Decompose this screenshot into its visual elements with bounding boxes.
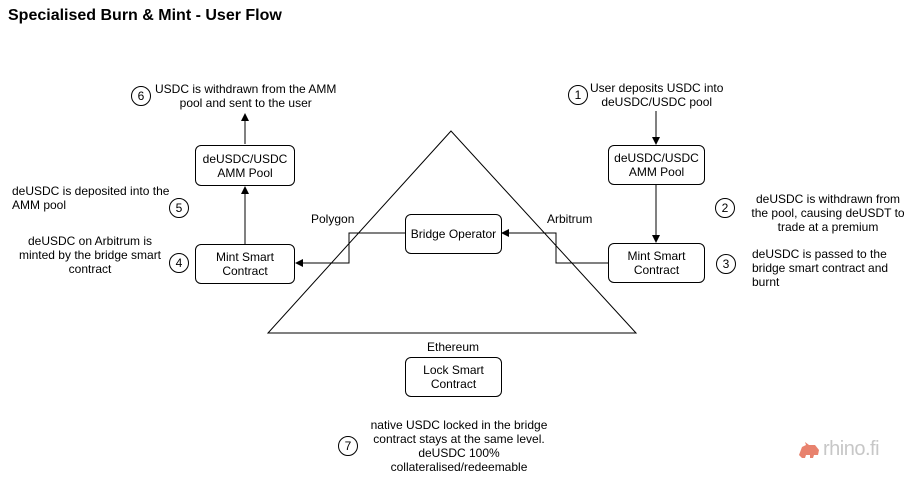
- ethereum-triangle: [266, 130, 638, 334]
- ethereum-label: Ethereum: [427, 340, 480, 354]
- lock-contract-label: Lock Smart Contract: [423, 363, 484, 391]
- step-5-badge: 5: [169, 198, 189, 218]
- step-2-text: deUSDC is withdrawn from the pool, causi…: [751, 192, 904, 234]
- right-mint-contract-box: Mint Smart Contract: [608, 243, 705, 283]
- arbitrum-label: Arbitrum: [547, 212, 593, 226]
- step-3-badge: 3: [716, 254, 736, 274]
- step-4-badge: 4: [169, 253, 189, 273]
- step-7-badge: 7: [338, 436, 358, 456]
- left-amm-pool-label: deUSDC/USDC AMM Pool: [202, 151, 288, 180]
- step-7-text: native USDC locked in the bridge contrac…: [370, 418, 548, 474]
- left-mint-contract-label: Mint Smart Contract: [215, 250, 274, 278]
- lock-contract-box: Lock Smart Contract: [405, 357, 502, 397]
- page-title: Specialised Burn & Mint - User Flow: [8, 7, 282, 24]
- bridge-operator-label: Bridge Operator: [410, 227, 497, 241]
- bridge-operator-box: Bridge Operator: [405, 214, 502, 254]
- step-4-text: deUSDC on Arbitrum is minted by the brid…: [18, 234, 162, 276]
- arrow-right-mint-to-bridge: [501, 229, 608, 264]
- left-mint-contract-box: Mint Smart Contract: [195, 244, 295, 284]
- step-2-badge: 2: [715, 198, 735, 218]
- right-mint-contract-label: Mint Smart Contract: [627, 249, 686, 277]
- right-amm-pool-box: deUSDC/USDC AMM Pool: [608, 145, 705, 185]
- step-3-text: deUSDC is passed to the bridge smart con…: [752, 247, 889, 289]
- step-6-text: USDC is withdrawn from the AMM pool and …: [155, 82, 337, 110]
- rhino-logo: rhino.fi: [797, 438, 880, 461]
- left-amm-pool-box: deUSDC/USDC AMM Pool: [195, 145, 295, 186]
- step-5-text: deUSDC is deposited into the AMM pool: [12, 184, 170, 212]
- polygon-label: Polygon: [311, 212, 355, 226]
- right-amm-pool-label: deUSDC/USDC AMM Pool: [614, 151, 699, 179]
- step-6-badge: 6: [131, 86, 151, 106]
- rhino-logo-icon: [799, 441, 819, 458]
- rhino-logo-text: rhino.fi: [823, 438, 880, 460]
- step-1-text: User deposits USDC into deUSDC/USDC pool: [590, 81, 724, 109]
- step-1-badge: 1: [568, 85, 588, 105]
- arrow-bridge-to-left-mint: [295, 232, 405, 267]
